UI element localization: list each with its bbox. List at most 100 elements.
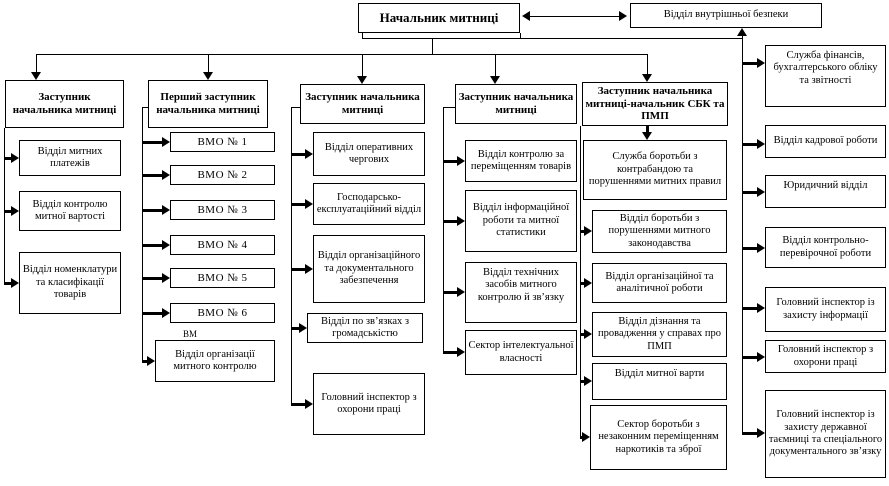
connector-line [520,33,521,39]
column-4-child-4: Сектор інтелектуальної власності [465,330,577,375]
connector-line [580,230,584,233]
column-2-child-5: ВМО № 5 [170,268,275,288]
column-1-child-3: Відділ номенклатури та класифікації това… [19,252,121,314]
connector-line [742,191,758,194]
arrowhead-right-icon [757,243,765,253]
arrowhead-right-icon [457,156,465,166]
arrowhead-down-icon [357,76,367,84]
column-2-child-6: ВМО № 6 [170,303,275,323]
column-5-child-6: Сектор боротьби з незаконним переміщення… [590,405,727,470]
connector-line [580,436,583,439]
arrowhead-right-icon [757,139,765,149]
arrowhead-right-icon [162,240,170,250]
connector-line [142,141,162,144]
connector-line [142,312,162,315]
arrowhead-right-icon [162,170,170,180]
arrowhead-down-icon [203,72,213,80]
connector-line [208,55,209,73]
arrowhead-left-icon [522,11,530,21]
connector-line [742,356,758,359]
column-5-child-1: Служба боротьби з контрабандою та поруше… [583,140,727,200]
connector-line [142,174,162,177]
column-6-child-1: Служба фінансів, бухгалтерського обліку … [765,45,886,107]
connector-line [443,107,444,353]
connector-line [142,360,148,363]
column-2-child-3: ВМО № 3 [170,200,275,220]
connector-line [142,244,162,247]
column-6-child-3: Юридичний відділ [765,175,886,208]
connector-line [362,33,363,39]
arrowhead-right-icon [11,153,19,163]
connector-line [580,333,584,336]
arrowhead-right-icon [162,273,170,283]
column-6-child-2: Відділ кадрової роботи [765,125,886,158]
arrowhead-right-icon [757,352,765,362]
arrowhead-down-icon [31,72,41,80]
arrowhead-right-icon [305,399,313,409]
connector-line [443,160,457,163]
arrowhead-right-icon [305,264,313,274]
connector-line [36,54,648,55]
arrowhead-right-icon [162,308,170,318]
column-4-child-3: Відділ технічних засобів митного контрол… [465,262,577,323]
connector-line [291,327,299,330]
connector-line [443,107,455,108]
arrowhead-down-icon [490,76,500,84]
connector-line [580,282,584,285]
connector-line [529,16,621,17]
connector-line [291,268,305,271]
column-5-child-2: Відділ боротьби з порушеннями митного за… [592,210,727,253]
arrowhead-right-icon [757,303,765,313]
arrowhead-right-icon [757,187,765,197]
arrowhead-right-icon [584,376,592,386]
connector-line [580,380,584,383]
column-1-child-2: Відділ контролю митної вартості [19,191,121,231]
arrowhead-right-icon [11,206,19,216]
connector-line [142,107,143,362]
arrowhead-right-icon [619,11,627,21]
connector-line [443,351,457,354]
connector-line [4,128,5,284]
column-6-child-4: Відділ контрольно-перевірочної роботи [765,227,886,268]
connector-line [432,38,433,55]
connector-line [4,282,12,285]
connector-line [291,107,292,405]
column-4-header: Заступник начальника митниці [455,84,577,124]
connector-line [291,403,305,406]
arrowhead-right-icon [162,137,170,147]
column-6-child-5: Головний інспектор із захисту інформації [765,287,886,332]
column-2-header: Перший заступник начальника митниці [148,80,268,128]
arrowhead-right-icon [584,278,592,288]
arrowhead-right-icon [457,216,465,226]
column-6-child-7: Головний інспектор із захисту державної … [765,390,886,478]
arrowhead-right-icon [457,287,465,297]
column-3-child-3: Відділ організаційного та документальног… [313,235,425,303]
column-5-child-4: Відділ дізнання та провадження у справах… [592,312,727,357]
column-3-header: Заступник начальника митниці [300,84,425,124]
column-5-child-3: Відділ організаційної та аналітичної роб… [592,263,727,303]
connector-line [362,38,743,39]
connector-line [291,153,305,156]
column-3-child-2: Господарсько-експлуатаційний відділ [313,183,425,225]
connector-line [443,220,457,223]
arrowhead-right-icon [147,356,155,366]
arrowhead-up-icon [737,28,747,36]
column-1-child-1: Відділ митних платежів [19,140,121,176]
connector-line [647,55,648,75]
connector-line [291,107,300,108]
column-4-child-2: Відділ інформаційної роботи та митної ст… [465,190,577,252]
arrowhead-right-icon [457,347,465,357]
connector-line [36,55,37,73]
connector-line [142,209,162,212]
column-5-header: Заступник начальника митниці-начальник С… [582,82,728,126]
column-5-child-5: Відділ митної варти [592,363,727,400]
arrowhead-right-icon [305,149,313,159]
arrowhead-right-icon [757,428,765,438]
connector-line [4,157,12,160]
connector-line [495,55,496,77]
connector-line [362,55,363,77]
clipped-text-artifact: ВМ [183,329,198,339]
column-2-child-2: ВМО № 2 [170,165,275,185]
arrowhead-right-icon [584,226,592,236]
